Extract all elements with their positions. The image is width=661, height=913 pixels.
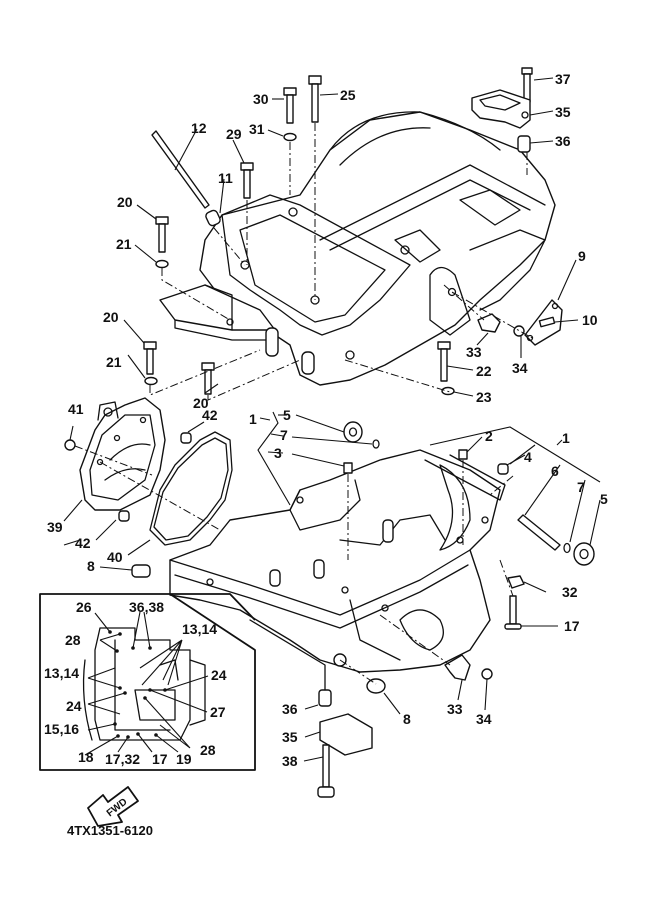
callout-3: 3 xyxy=(274,445,282,461)
inset-callout-27: 27 xyxy=(210,704,226,720)
callout-2: 2 xyxy=(485,428,493,444)
callout-29: 29 xyxy=(226,126,242,142)
callout-42: 42 xyxy=(75,535,91,551)
inset-callout-19: 19 xyxy=(176,751,192,767)
forward-arrow-icon: FWD xyxy=(87,786,139,827)
callout-39: 39 xyxy=(47,519,63,535)
callout-8: 8 xyxy=(87,558,95,574)
callout-31: 31 xyxy=(249,121,265,137)
callout-labels: 37 35 36 30 25 12 29 31 11 20 21 9 10 20… xyxy=(47,71,608,769)
callout-8: 8 xyxy=(403,711,411,727)
bolts-and-fasteners xyxy=(64,67,595,798)
inset-callout-17: 17 xyxy=(152,751,168,767)
inset-callout-28: 28 xyxy=(65,632,81,648)
lower-crankcase xyxy=(169,449,506,673)
gasket-40 xyxy=(149,431,233,546)
callout-25: 25 xyxy=(340,87,356,103)
inset-callout-18: 18 xyxy=(78,749,94,765)
callout-1: 1 xyxy=(562,430,570,446)
callout-35: 35 xyxy=(555,104,571,120)
upper-crankcase xyxy=(159,111,556,386)
callout-22: 22 xyxy=(476,363,492,379)
callout-37: 37 xyxy=(555,71,571,87)
callout-20: 20 xyxy=(117,194,133,210)
callout-30: 30 xyxy=(253,91,269,107)
callout-7: 7 xyxy=(280,427,288,443)
callout-leaders xyxy=(63,77,601,762)
callout-40: 40 xyxy=(107,549,123,565)
callout-7: 7 xyxy=(577,479,585,495)
callout-5: 5 xyxy=(600,491,608,507)
callout-10: 10 xyxy=(582,312,598,328)
inset-callout-24: 24 xyxy=(211,667,227,683)
inset-leaders xyxy=(84,611,209,756)
callout-4: 4 xyxy=(524,449,532,465)
callout-21: 21 xyxy=(106,354,122,370)
inset-callout-13-14: 13,14 xyxy=(44,665,79,681)
diagram-code: 4TX1351-6120 xyxy=(67,823,153,838)
fwd-label: FWD xyxy=(105,797,130,820)
crankcase-cover-39 xyxy=(79,397,166,511)
callout-34: 34 xyxy=(476,711,492,727)
callout-23: 23 xyxy=(476,389,492,405)
inset-callout-24: 24 xyxy=(66,698,82,714)
callout-9: 9 xyxy=(578,248,586,264)
callout-12: 12 xyxy=(191,120,207,136)
inset-callout-26: 26 xyxy=(76,599,92,615)
callout-38: 38 xyxy=(282,753,298,769)
callout-42: 42 xyxy=(202,407,218,423)
callout-11: 11 xyxy=(218,170,233,186)
callout-6: 6 xyxy=(551,463,559,479)
callout-34: 34 xyxy=(512,360,528,376)
callout-20: 20 xyxy=(103,309,119,325)
inset-callout-17-32: 17,32 xyxy=(105,751,140,767)
callout-33: 33 xyxy=(466,344,482,360)
inset-detail: 26 36,38 28 13,14 13,14 24 24 27 15,16 2… xyxy=(39,593,256,771)
callout-21: 21 xyxy=(116,236,132,252)
callout-17: 17 xyxy=(564,618,580,634)
inset-callout-15-16: 15,16 xyxy=(44,721,79,737)
callout-41: 41 xyxy=(68,401,84,417)
callout-32: 32 xyxy=(562,584,578,600)
inset-callout-28: 28 xyxy=(200,742,216,758)
assembly-lines xyxy=(74,123,533,691)
callout-1: 1 xyxy=(249,411,257,427)
callout-20: 20 xyxy=(193,395,209,411)
callout-35: 35 xyxy=(282,729,298,745)
callout-5: 5 xyxy=(283,407,291,423)
inset-callout-13-14: 13,14 xyxy=(182,621,217,637)
callout-36: 36 xyxy=(282,701,298,717)
callout-33: 33 xyxy=(447,701,463,717)
callout-36: 36 xyxy=(555,133,571,149)
inset-callout-36-38: 36,38 xyxy=(129,599,164,615)
